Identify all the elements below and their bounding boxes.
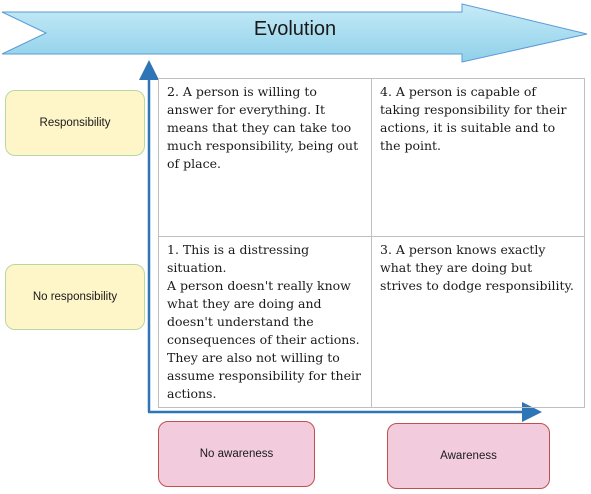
banner-title: Evolution (253, 18, 337, 40)
quadrant-text: 2. A person is willing to answer for eve… (167, 84, 359, 171)
quadrant-text: 3. A person knows exactly what they are … (380, 242, 574, 293)
quadrant-top-right: 4. A person is capable of taking respons… (372, 79, 584, 237)
row-label-responsibility: Responsibility (5, 90, 145, 156)
quadrant-bottom-right: 3. A person knows exactly what they are … (372, 237, 584, 407)
quadrant-bottom-left: 1. This is a distressing situation. A pe… (159, 237, 372, 407)
quadrant-top-left: 2. A person is willing to answer for eve… (159, 79, 372, 237)
evolution-arrow (1, 3, 588, 63)
column-label-no-awareness: No awareness (158, 421, 315, 487)
quadrant-text: A person doesn't really know what they a… (167, 278, 361, 401)
column-label-awareness: Awareness (387, 423, 550, 489)
quadrant-grid: 2. A person is willing to answer for eve… (158, 78, 585, 408)
row-label-no-responsibility: No responsibility (5, 264, 145, 330)
quadrant-text: 4. A person is capable of taking respons… (380, 84, 567, 153)
quadrant-text: 1. This is a distressing situation. (167, 242, 310, 275)
